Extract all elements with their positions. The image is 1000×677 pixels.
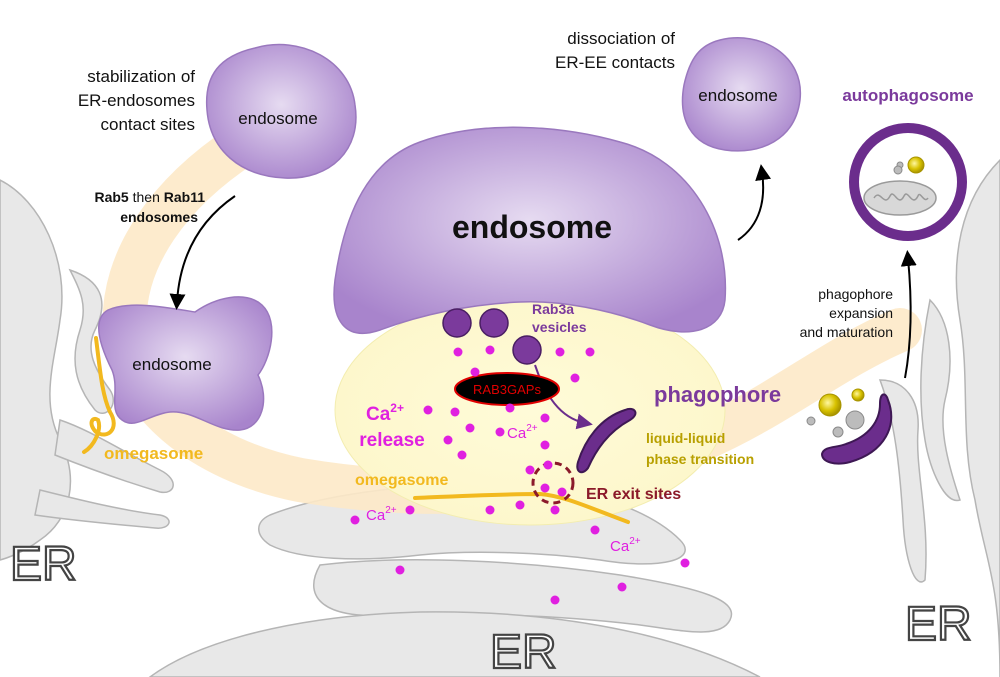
er-right-structure [878, 158, 1000, 677]
er-left-structure [0, 179, 174, 561]
rab3gaps-label: RAB3GAPs [473, 382, 541, 397]
endosome-top-left-label: endosome [238, 109, 317, 128]
cargo-gray-2 [832, 426, 844, 438]
calcium-dots [350, 345, 690, 605]
phagophore-center [576, 408, 637, 474]
endosome-top-right [681, 37, 801, 152]
er-left-label: ER [10, 538, 77, 591]
vesicle-3 [512, 335, 542, 365]
phagophore-exp-label-1: phagophore [818, 286, 893, 302]
rab3a-vesicles [442, 308, 542, 365]
ca-er-right-label: Ca2+ [610, 536, 641, 555]
rab3a-label-2: vesicles [532, 319, 587, 335]
endosome-top-right-label: endosome [698, 86, 777, 105]
cargo-yellow-ball [818, 393, 842, 417]
omegasome-center-label: omegasome [355, 472, 448, 489]
autophagosome-label: autophagosome [842, 86, 973, 105]
phagophore-exp-label-3: and maturation [800, 324, 893, 340]
phagophore-right-group [806, 388, 893, 465]
arrow-rab5-rab11 [169, 195, 236, 310]
text-labels: stabilization of ER-endosomes contact si… [9, 29, 974, 677]
mitochondrion [863, 180, 937, 216]
cargo-yellow-small [851, 388, 865, 402]
omegasome-center-line [413, 491, 630, 524]
omegasome-left-line [82, 336, 116, 454]
ca-er-left-label: Ca2+ [366, 505, 397, 524]
endosome-left-label: endosome [132, 355, 211, 374]
vesicle-to-phagophore-arrow [534, 364, 593, 430]
dissociation-label-1: dissociation of [567, 29, 675, 48]
endosome-left [98, 296, 273, 431]
liquid-label-1: liquid-liquid [646, 430, 725, 446]
endosomes-word-label: endosomes [120, 209, 198, 225]
endosome-big-center [333, 126, 727, 335]
arrow-dissociation [737, 164, 772, 241]
dissociation-label-2: ER-EE contacts [555, 53, 675, 72]
stabilization-label-1: stabilization of [87, 67, 195, 86]
release-label: release [359, 430, 425, 451]
pathway-band [102, 118, 922, 514]
er-exit-sites-circle [531, 461, 575, 505]
vesicle-2 [479, 308, 509, 338]
phagophore-label: phagophore [654, 382, 781, 407]
ca-center-label: Ca2+ [507, 423, 538, 442]
endosome-top-left [205, 43, 357, 179]
er-exit-sites-label: ER exit sites [586, 486, 681, 503]
omegasome-left-label: omegasome [104, 444, 203, 463]
liquid-label-2: phase transition [646, 451, 754, 467]
stabilization-label-3: contact sites [101, 115, 196, 134]
ca-release-label: Ca2+ [366, 401, 404, 425]
cargo-gray-1 [845, 410, 865, 430]
stabilization-label-2: ER-endosomes [78, 91, 195, 110]
arrow-phagophore-maturation [900, 250, 917, 379]
rab3a-label-1: Rab3a [532, 301, 574, 317]
endosome-big-label: endosome [452, 209, 612, 245]
autophagosome-group [846, 120, 970, 244]
er-bottom-label: ER [490, 626, 557, 677]
rab-sequence-label: Rab5 then Rab11 [94, 189, 205, 205]
vesicle-1 [442, 308, 472, 338]
cargo-gray-3 [806, 416, 816, 426]
phagophore-exp-label-2: expansion [829, 305, 893, 321]
er-right-label: ER [905, 598, 972, 651]
phagophore-right [820, 393, 893, 465]
